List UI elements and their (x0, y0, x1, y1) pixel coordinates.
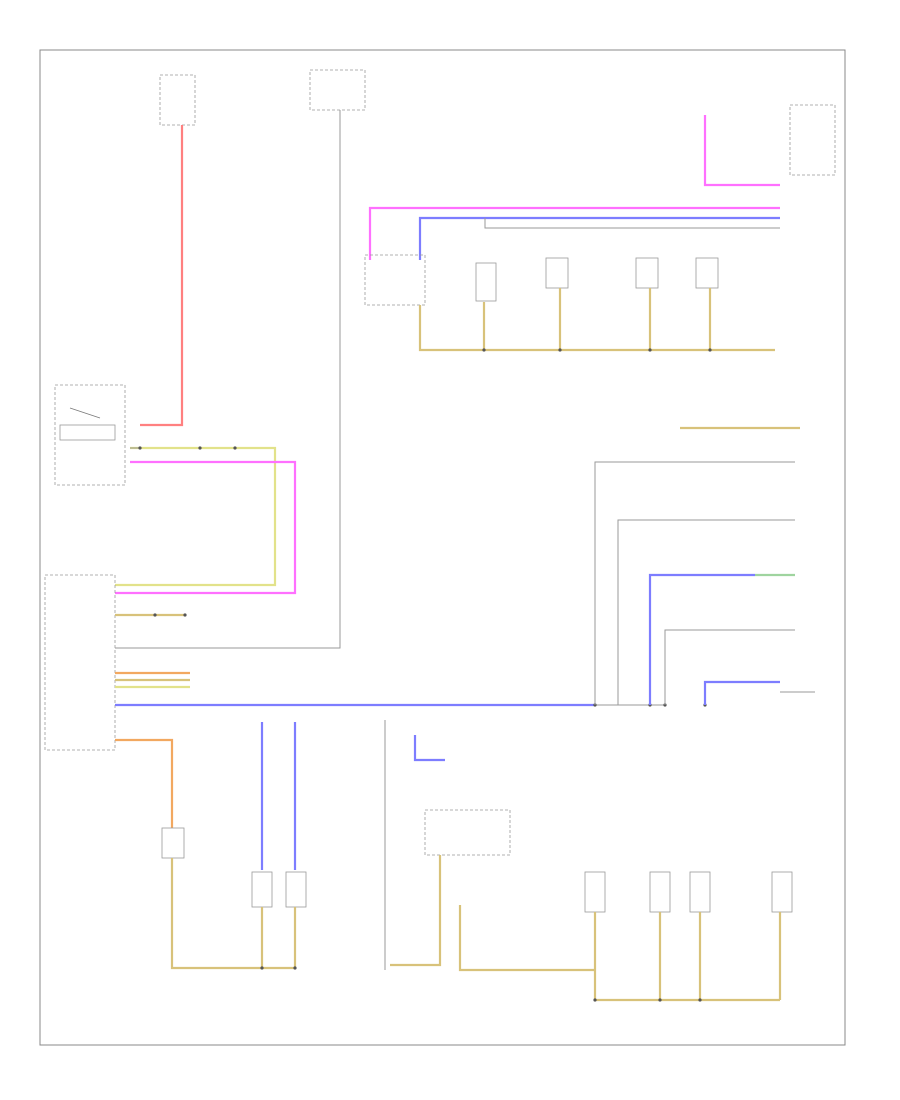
wire-blue-right-2 (703, 680, 780, 705)
wire-gray-top (484, 218, 780, 229)
wire-tan-central (390, 855, 442, 967)
bottom-module-4 (771, 871, 793, 913)
wire-gray-right-2 (617, 519, 795, 705)
switch-module-a (251, 871, 273, 908)
wire-blue-top (418, 216, 780, 260)
wire-blue-central (413, 735, 445, 762)
lamp-module-3 (635, 257, 659, 289)
bottom-module-3 (689, 871, 711, 913)
wire-gray-feed (115, 110, 341, 649)
wire-pink-corner (703, 115, 780, 187)
fuse-box-left (159, 74, 196, 126)
wire-orange-flasher (115, 738, 174, 830)
wire-red-feed (140, 125, 184, 427)
wire-tan-drop-1 (418, 305, 775, 352)
diagram-frame (39, 49, 846, 1046)
lamp-module-4 (695, 257, 719, 289)
wire-tan-central-2 (458, 905, 595, 972)
emergency-flasher-switch (161, 827, 185, 859)
control-module-left (44, 574, 116, 751)
switch-module-b (285, 871, 307, 908)
wire-tan-bottom-left (170, 858, 264, 970)
corner-connector (789, 104, 836, 176)
lamp-module-2 (545, 257, 569, 289)
wire-tan-bottom-left-2 (262, 907, 297, 970)
wire-gray-right-1 (594, 461, 795, 705)
fuse-box-center (309, 69, 366, 111)
lamp-module-1 (475, 262, 497, 302)
central-switch-assembly (424, 809, 511, 856)
wire-yellow-switch (115, 446, 277, 587)
wire-gray-right-3 (664, 629, 795, 705)
bottom-module-1 (584, 871, 606, 913)
wire-blue-right (648, 573, 755, 705)
wire-pink-switch (115, 460, 297, 595)
wire-pink-top (368, 206, 780, 260)
light-switch (54, 384, 126, 486)
wire-tan-bottom-right (593, 912, 780, 1002)
switch-top-left (364, 254, 426, 306)
bottom-module-2 (649, 871, 671, 913)
